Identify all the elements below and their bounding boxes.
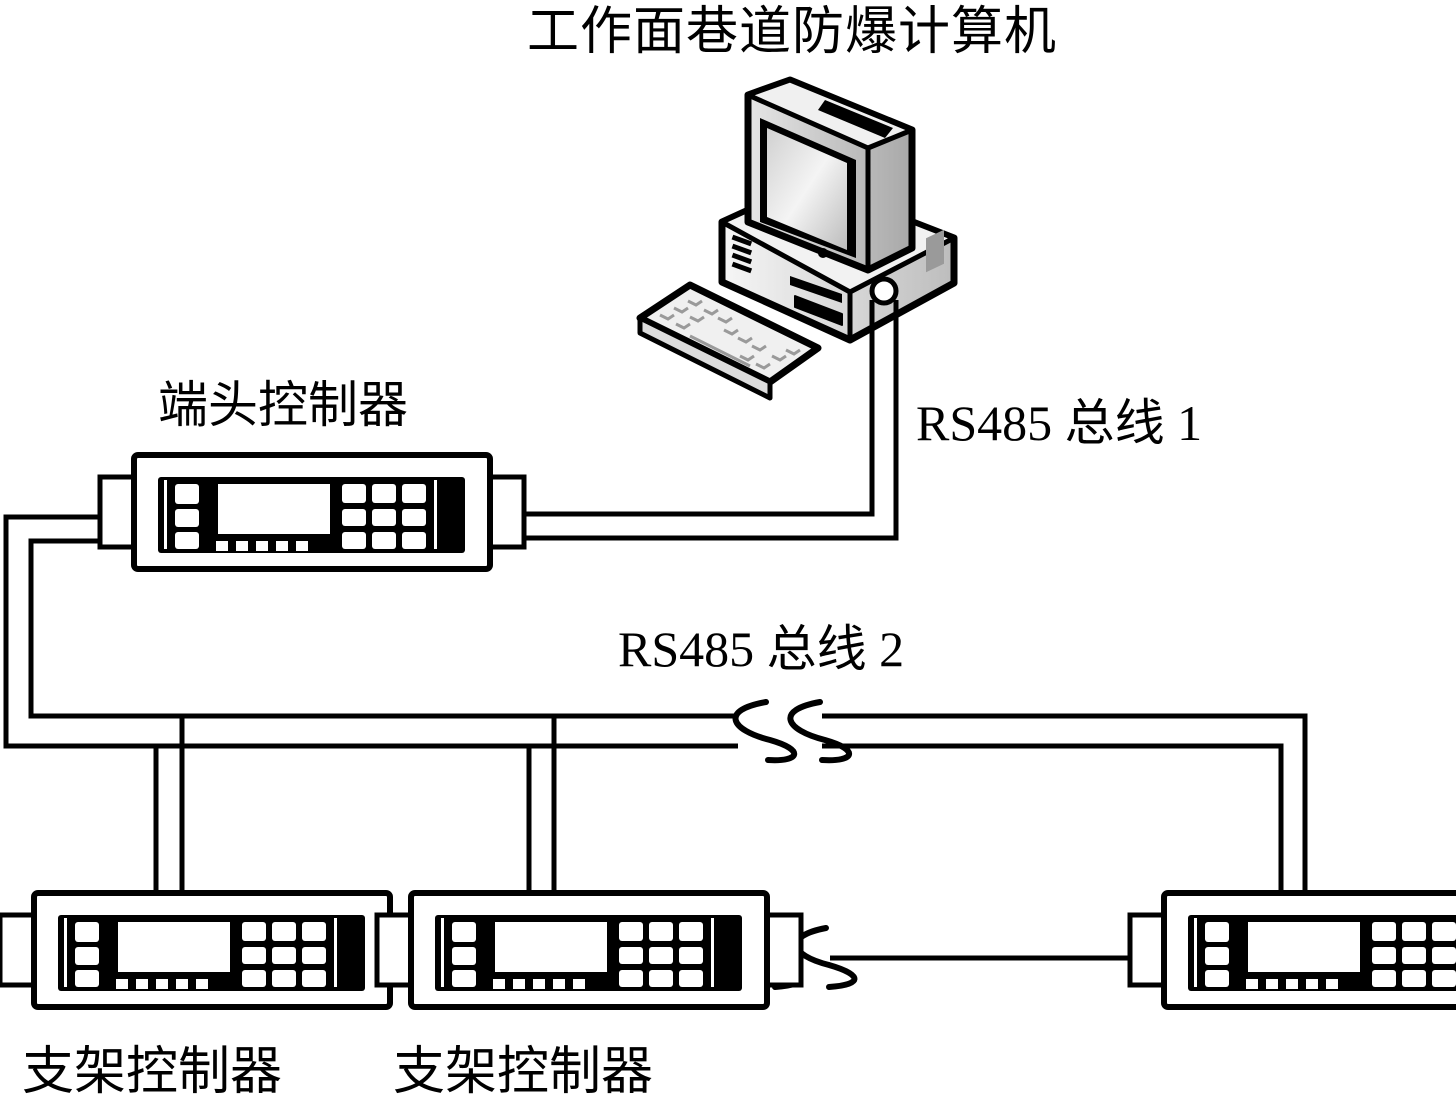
support-controller-device-3 bbox=[1130, 893, 1456, 1007]
rs485-bus-1-line bbox=[514, 300, 899, 541]
support-controller-label-2: 支架控制器 bbox=[393, 1042, 654, 1102]
support-controller-device-1 bbox=[0, 893, 424, 1007]
support-controller-label-1: 支架控制器 bbox=[22, 1042, 283, 1102]
desktop-computer-icon bbox=[636, 76, 958, 401]
rs485-bus-2-label: RS485 总线 2 bbox=[618, 621, 905, 677]
computer-label: 工作面巷道防爆计算机 bbox=[527, 2, 1058, 62]
bus-break-icon bbox=[732, 699, 852, 764]
head-controller-device bbox=[100, 455, 524, 569]
support-controller-device-2 bbox=[377, 893, 801, 1007]
rs485-bus-2-line bbox=[3, 514, 1308, 893]
head-controller-label: 端头控制器 bbox=[158, 376, 408, 434]
rs485-bus-1-label: RS485 总线 1 bbox=[916, 395, 1203, 451]
